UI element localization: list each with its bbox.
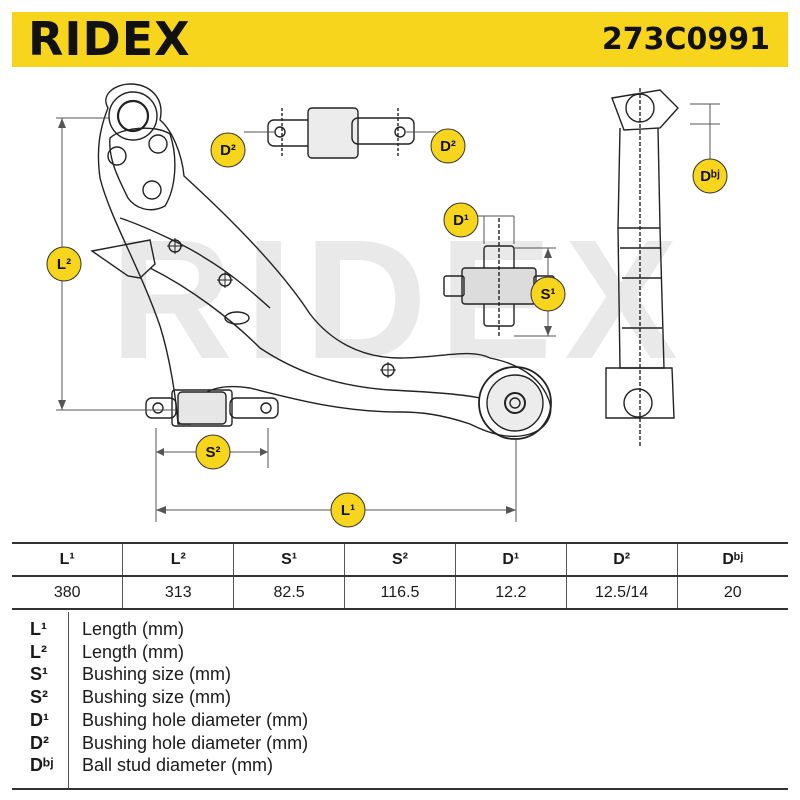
- legend-code: D¹: [30, 709, 49, 730]
- front-bushing-housing: [171, 389, 233, 427]
- watermark: RIDEX: [110, 205, 690, 395]
- specs-value: 116.5: [344, 576, 456, 610]
- specs-table: L¹ L² S¹ S² D¹ D² Dᵇʲ 380 313 82.5 116.5…: [12, 542, 788, 610]
- badge-l2: L²: [46, 246, 82, 282]
- front-bushing-core: [177, 391, 227, 425]
- legend-code: S¹: [30, 664, 48, 685]
- specs-value: 12.5/14: [565, 576, 678, 610]
- legend-description: Bushing size (mm): [82, 664, 232, 685]
- bracket-fin: [90, 239, 156, 279]
- rear-bushing-mid: [486, 374, 544, 432]
- badge-d2-right: D²: [430, 128, 466, 164]
- control-arm-outline: [97, 83, 552, 438]
- ball-joint-outer: [108, 91, 158, 141]
- legend-row: D¹ Bushing hole diameter (mm): [12, 709, 788, 732]
- badge-label-l2: L²: [57, 256, 71, 273]
- slot-hole: [224, 311, 250, 325]
- badge-l1: L¹: [330, 492, 366, 528]
- part-number: 273C0991: [601, 22, 770, 57]
- brand-logo: RIDEX: [28, 12, 191, 66]
- specs-header: D¹: [454, 542, 567, 577]
- badge-d1: D¹: [443, 202, 479, 238]
- badge-label-l1: L¹: [341, 502, 355, 519]
- badge-label-dbj: Dᵇʲ: [700, 168, 720, 185]
- specs-value-row: 380 313 82.5 116.5 12.2 12.5/14 20: [12, 576, 788, 610]
- specs-value: 313: [122, 576, 235, 610]
- technical-drawing: RIDEX: [46, 83, 728, 528]
- bushing-detail-d2: [267, 107, 415, 159]
- specs-header: S¹: [233, 542, 346, 577]
- specs-value: 20: [676, 576, 788, 610]
- legend-code: Dᵇʲ: [30, 755, 54, 776]
- mount-hole: [148, 134, 168, 154]
- center-marks: [167, 238, 396, 378]
- mount-hole: [107, 146, 127, 166]
- label-badges: L² S² L¹ D² D² D¹ S¹ Dᵇʲ: [46, 128, 728, 528]
- legend: L¹ Length (mm) L² Length (mm) S¹ Bushing…: [12, 612, 788, 790]
- legend-code: L²: [30, 641, 47, 662]
- legend-row: D² Bushing hole diameter (mm): [12, 732, 788, 755]
- legend-row: L² Length (mm): [12, 641, 788, 664]
- legend-code: L¹: [30, 619, 47, 639]
- badge-d2-left: D²: [210, 132, 246, 168]
- side-view-arm: [605, 88, 679, 448]
- mount-plate: [109, 127, 176, 211]
- legend-description: Bushing size (mm): [82, 687, 232, 708]
- specs-value: 380: [12, 576, 124, 610]
- header-bar: RIDEX 273C0991: [12, 12, 788, 67]
- specs-value: 82.5: [233, 576, 346, 610]
- specs-header: L¹: [12, 542, 124, 577]
- legend-divider: [68, 612, 69, 788]
- rear-bushing-pin: [509, 397, 521, 409]
- legend-row: S² Bushing size (mm): [12, 686, 788, 709]
- badge-label-s1: S¹: [541, 286, 556, 303]
- legend-row: L¹ Length (mm): [12, 618, 788, 641]
- bushing-detail-s1: [443, 218, 555, 338]
- front-bushing-tab-left: [145, 397, 177, 419]
- badge-label-d2-right: D²: [440, 138, 456, 155]
- badge-label-d2-left: D²: [220, 142, 236, 159]
- legend-description: Bushing hole diameter (mm): [82, 732, 309, 753]
- legend-code: D²: [30, 732, 49, 753]
- legend-code: S²: [30, 687, 48, 708]
- badge-label-d1: D¹: [453, 212, 469, 229]
- legend-description: Bushing hole diameter (mm): [82, 709, 309, 730]
- badge-label-s2: S²: [206, 444, 221, 461]
- ball-joint-inner: [116, 99, 150, 133]
- tab-hole: [260, 402, 272, 414]
- rear-bushing-hole: [504, 392, 526, 414]
- mount-hole: [142, 180, 162, 200]
- tab-hole: [152, 402, 164, 414]
- arm-inner-contour: [149, 267, 481, 399]
- specs-header: D²: [565, 542, 678, 577]
- badge-s1: S¹: [530, 276, 566, 312]
- legend-row: S¹ Bushing size (mm): [12, 663, 788, 686]
- specs-value: 12.2: [454, 576, 567, 610]
- legend-description: Ball stud diameter (mm): [82, 755, 274, 776]
- legend-row: Dᵇʲ Ball stud diameter (mm): [12, 754, 788, 777]
- badge-s2: S²: [195, 434, 231, 470]
- specs-header: S²: [344, 542, 456, 577]
- dimension-arrows: [58, 118, 552, 514]
- specs-header: L²: [122, 542, 235, 577]
- rear-bushing-outer: [478, 366, 552, 440]
- specs-header-row: L¹ L² S¹ S² D¹ D² Dᵇʲ: [12, 542, 788, 577]
- legend-description: Length (mm): [82, 641, 185, 662]
- specs-header: Dᵇʲ: [676, 542, 788, 577]
- legend-description: Length (mm): [82, 619, 185, 639]
- front-bushing-tab-right: [229, 397, 279, 419]
- arm-rib: [119, 217, 271, 309]
- badge-dbj: Dᵇʲ: [692, 158, 728, 194]
